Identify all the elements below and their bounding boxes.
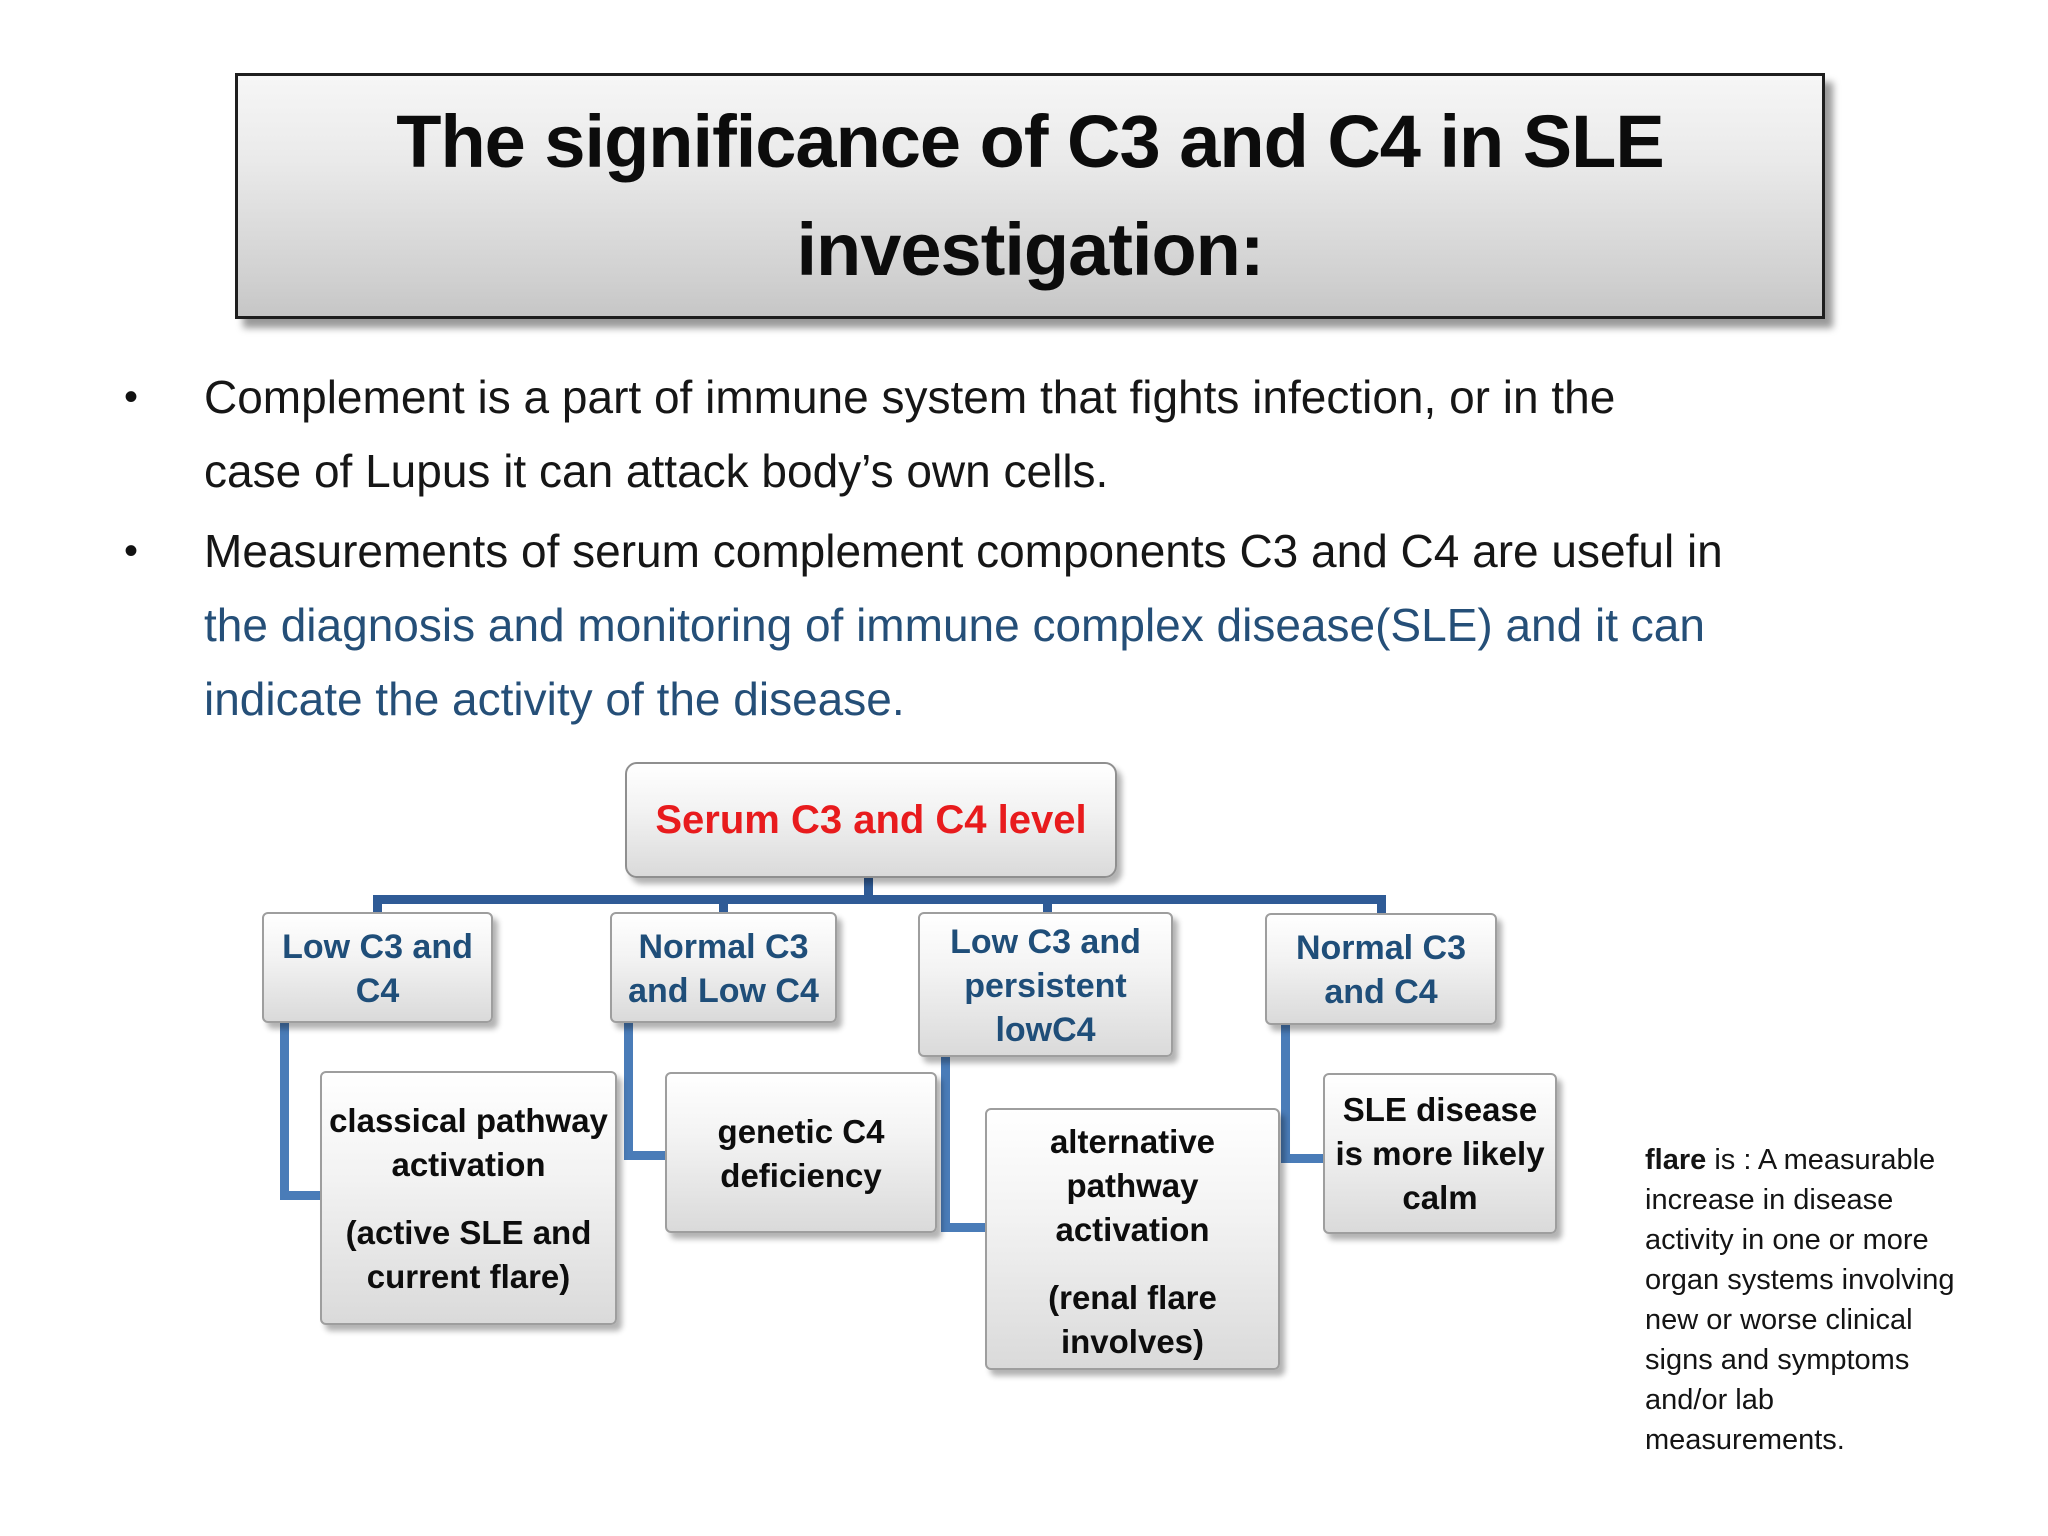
note-line: increase in disease — [1645, 1184, 1894, 1216]
bullet-2-line-2: the diagnosis and monitoring of immune c… — [204, 599, 1705, 651]
node-label-line: deficiency — [720, 1157, 882, 1194]
elbow-4-vertical — [1281, 1025, 1290, 1163]
node-paragraph: (active SLE and current flare) — [322, 1211, 615, 1299]
node-paragraph: genetic C4 deficiency — [667, 1110, 935, 1198]
slide-title-line-2: investigation: — [796, 208, 1264, 291]
bullet-2-text: Measurements of serum complement compone… — [204, 514, 1884, 736]
flowchart-node-normal-c3-and-c4: Normal C3 and C4 — [1265, 913, 1497, 1025]
elbow-1-vertical — [280, 1023, 289, 1200]
node-label-line: alternative — [1049, 1123, 1216, 1160]
elbow-2-vertical — [624, 1023, 633, 1160]
node-label-line: (active SLE and — [345, 1214, 592, 1251]
node-label-line: and C4 — [1324, 973, 1438, 1011]
node-label-line: current flare) — [366, 1258, 571, 1295]
flowchart-node-sle-disease-calm: SLE disease is more likely calm — [1323, 1073, 1557, 1234]
bullet-1-line-2: case of Lupus it can attack body’s own c… — [204, 445, 1109, 497]
note-line-rest: is : A measurable — [1706, 1144, 1936, 1176]
elbow-2-horizontal — [624, 1151, 672, 1160]
bullet-item-1: • Complement is a part of immune system … — [124, 360, 1884, 508]
note-line: flare is : A measurable — [1645, 1140, 2025, 1180]
note-line: measurements. — [1645, 1424, 1845, 1456]
node-label-line: Low C3 and — [950, 923, 1141, 961]
flowchart-node-normal-c3-low-c4: Normal C3 and Low C4 — [610, 912, 837, 1023]
note-line: new or worse clinical — [1645, 1304, 1913, 1336]
slide-title-line-1: The significance of C3 and C4 in SLE — [396, 100, 1664, 183]
node-label-line: genetic C4 — [717, 1113, 885, 1150]
node-label-line: SLE disease — [1342, 1091, 1538, 1128]
node-label-line: and Low C4 — [628, 972, 819, 1010]
flowchart-root-label: Serum C3 and C4 level — [655, 798, 1087, 842]
flowchart-node-alternative-pathway-activation: alternative pathway activation (renal fl… — [985, 1108, 1280, 1370]
bullet-item-2: • Measurements of serum complement compo… — [124, 514, 1884, 736]
node-paragraph: (renal flare involves) — [987, 1276, 1278, 1364]
flowchart-node-classical-pathway-activation: classical pathway activation (active SLE… — [320, 1071, 617, 1325]
note-line: activity in one or more — [1645, 1224, 1929, 1256]
connector-drop-3 — [1043, 895, 1052, 917]
node-label-line: Normal C3 — [638, 928, 809, 966]
slide-title-box: The significance of C3 and C4 in SLE inv… — [235, 73, 1825, 319]
elbow-1-horizontal — [280, 1191, 326, 1200]
flowchart-node-low-c3-and-c4: Low C3 and C4 — [262, 912, 493, 1023]
node-label-line: C4 — [355, 972, 400, 1010]
elbow-3-horizontal — [941, 1223, 992, 1232]
node-paragraph: classical pathway activation — [322, 1099, 615, 1187]
node-label-line: activation — [1055, 1211, 1210, 1248]
note-line: and/or lab — [1645, 1384, 1774, 1416]
connector-root-stub — [864, 876, 873, 900]
node-label-line: (renal flare — [1048, 1279, 1217, 1316]
node-label-line: lowC4 — [995, 1011, 1096, 1049]
bullet-2-line-3: indicate the activity of the disease. — [204, 673, 905, 725]
elbow-3-vertical — [941, 1055, 950, 1232]
node-label-line: is more likely — [1335, 1135, 1545, 1172]
node-paragraph: alternative pathway activation — [987, 1120, 1278, 1252]
connector-drop-2 — [719, 895, 728, 917]
flowchart-node-serum-c3-c4-level: Serum C3 and C4 level — [625, 762, 1117, 878]
flare-definition-note: flare is : A measurable increase in dise… — [1645, 1140, 2025, 1460]
node-label-line: activation — [391, 1146, 546, 1183]
bullet-marker: • — [124, 529, 139, 573]
bullet-1-text: Complement is a part of immune system th… — [204, 360, 1884, 508]
node-label-line: calm — [1402, 1179, 1478, 1216]
node-paragraph: SLE disease is more likely calm — [1325, 1088, 1555, 1220]
note-line: signs and symptoms — [1645, 1344, 1910, 1376]
node-label-line: pathway — [1066, 1167, 1199, 1204]
elbow-4-horizontal — [1281, 1154, 1330, 1163]
bullet-1-line-1: Complement is a part of immune system th… — [204, 371, 1616, 423]
connector-drop-1 — [373, 895, 382, 917]
note-bold-word: flare — [1645, 1144, 1707, 1176]
bullet-marker: • — [124, 375, 139, 419]
node-label-line: involves) — [1060, 1323, 1205, 1360]
connector-branch-bar — [373, 895, 1386, 904]
flowchart-node-genetic-c4-deficiency: genetic C4 deficiency — [665, 1072, 937, 1233]
flowchart-node-low-c3-persistent-low-c4: Low C3 and persistent lowC4 — [918, 912, 1173, 1057]
node-label-line: Low C3 and — [282, 928, 473, 966]
node-label-line: classical pathway — [329, 1102, 608, 1139]
connector-drop-4 — [1377, 895, 1386, 917]
note-line: organ systems involving — [1645, 1264, 1955, 1296]
node-label-line: persistent — [964, 967, 1127, 1005]
bullet-2-line-1: Measurements of serum complement compone… — [204, 525, 1723, 577]
node-label-line: Normal C3 — [1295, 929, 1467, 967]
